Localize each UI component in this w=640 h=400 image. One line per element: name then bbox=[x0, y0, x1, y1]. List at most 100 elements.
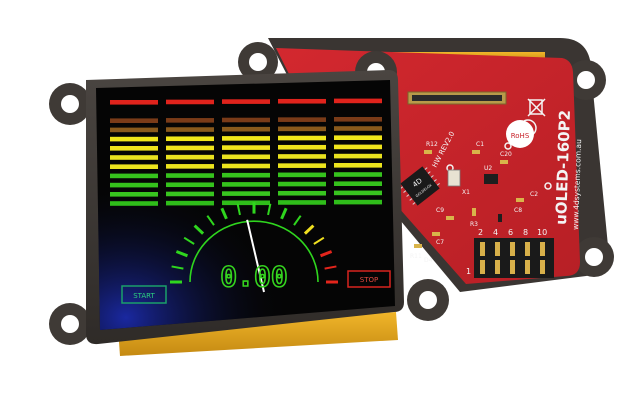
equalizer-bar bbox=[222, 126, 270, 132]
equalizer-bar bbox=[334, 190, 382, 196]
svg-text:U2: U2 bbox=[484, 165, 492, 172]
svg-text:C8: C8 bbox=[514, 207, 522, 214]
display-module: 0.00 START STOP bbox=[49, 51, 449, 356]
gauge-arc bbox=[189, 220, 319, 283]
pin-header bbox=[474, 238, 554, 278]
equalizer-bar bbox=[222, 145, 270, 150]
equalizer-bar bbox=[166, 182, 214, 188]
equalizer-bar bbox=[222, 136, 270, 141]
equalizer-bar bbox=[278, 181, 326, 187]
equalizer-bar bbox=[110, 136, 158, 142]
start-button[interactable]: START bbox=[121, 285, 167, 304]
equalizer-bar bbox=[166, 136, 214, 142]
stop-button[interactable]: STOP bbox=[347, 270, 391, 288]
gauge-tick bbox=[236, 203, 241, 216]
equalizer-bar bbox=[278, 200, 326, 205]
equalizer-bar bbox=[278, 135, 326, 141]
equalizer-bar bbox=[222, 172, 270, 178]
equalizer-bar bbox=[110, 164, 158, 169]
gauge-tick bbox=[303, 224, 315, 235]
equalizer-bar bbox=[166, 99, 214, 105]
equalizer-bar bbox=[166, 164, 214, 169]
equalizer-bar bbox=[334, 117, 382, 122]
equalizer-bar bbox=[110, 146, 158, 151]
svg-text:C1: C1 bbox=[476, 141, 484, 148]
gauge-tick bbox=[313, 236, 325, 245]
display-bottom-flex bbox=[118, 312, 398, 356]
equalizer-bar bbox=[110, 173, 158, 179]
svg-text:6: 6 bbox=[508, 228, 513, 237]
equalizer-bar bbox=[278, 117, 326, 122]
svg-text:C20: C20 bbox=[500, 151, 512, 158]
speed-gauge bbox=[170, 202, 338, 284]
gauge-tick bbox=[267, 203, 272, 216]
equalizer-bar bbox=[222, 200, 270, 206]
equalizer-bar bbox=[278, 190, 326, 196]
equalizer-bar bbox=[222, 117, 270, 123]
svg-text:X1: X1 bbox=[462, 189, 470, 196]
svg-text:8: 8 bbox=[523, 228, 528, 237]
equalizer-bar bbox=[166, 191, 214, 197]
rohs-label: RoHS bbox=[511, 132, 530, 140]
equalizer-bar bbox=[222, 182, 270, 187]
gauge-tick bbox=[175, 250, 189, 258]
equalizer-bar bbox=[166, 154, 214, 160]
start-button-label: START bbox=[133, 292, 155, 300]
equalizer-bar bbox=[334, 144, 382, 150]
equalizer-bar bbox=[110, 182, 158, 188]
equalizer-bar bbox=[334, 163, 382, 168]
equalizer-bar bbox=[222, 163, 270, 169]
equalizer-bar bbox=[110, 201, 158, 206]
gauge-tick bbox=[193, 224, 205, 235]
smd-parts bbox=[414, 150, 524, 248]
equalizer-bar bbox=[278, 98, 326, 104]
weee-icon bbox=[527, 98, 546, 117]
equalizer-bar bbox=[278, 126, 326, 132]
gauge-tick bbox=[319, 250, 333, 258]
goldelox-chip: 4D GOLDELOX bbox=[400, 166, 440, 206]
crystal-x1 bbox=[447, 169, 461, 187]
svg-text:4: 4 bbox=[493, 228, 498, 237]
svg-text:C9: C9 bbox=[436, 207, 444, 214]
svg-text:C7: C7 bbox=[436, 239, 444, 246]
gauge-readout: 0.00 bbox=[220, 260, 287, 293]
equalizer-bar bbox=[110, 100, 158, 105]
part-designators: R12 C1 C20 X1 C9 R3 C7 R11 D4 C8 U2 C2 bbox=[410, 141, 538, 264]
equalizer-bar bbox=[166, 118, 214, 123]
equalizer-bar bbox=[334, 98, 382, 104]
svg-text:2: 2 bbox=[478, 228, 483, 237]
svg-text:D4: D4 bbox=[424, 257, 433, 264]
stop-button-label: STOP bbox=[360, 276, 378, 284]
equalizer-bar bbox=[334, 181, 382, 186]
equalizer-display bbox=[110, 98, 382, 206]
gauge-tick bbox=[183, 236, 195, 245]
board-model: uOLED-160P2 bbox=[552, 110, 574, 225]
svg-text:C2: C2 bbox=[530, 191, 538, 198]
gauge-needle bbox=[246, 219, 265, 293]
pin-one-marker: 1 bbox=[466, 267, 471, 276]
header-numbers: 2 4 6 8 10 1 bbox=[466, 228, 547, 276]
equalizer-bar bbox=[334, 126, 382, 131]
equalizer-bar bbox=[278, 154, 326, 159]
equalizer-bar bbox=[334, 199, 382, 205]
svg-text:10: 10 bbox=[537, 228, 547, 237]
gauge-tick bbox=[206, 215, 215, 226]
equalizer-bar bbox=[278, 144, 326, 150]
equalizer-bar bbox=[110, 155, 158, 160]
equalizer-bar bbox=[110, 118, 158, 123]
equalizer-bar bbox=[222, 154, 270, 160]
equalizer-bar bbox=[278, 163, 326, 168]
equalizer-bar bbox=[166, 145, 214, 151]
equalizer-bar bbox=[334, 135, 382, 140]
gauge-tick bbox=[324, 265, 337, 270]
equalizer-bar bbox=[110, 192, 158, 197]
svg-text:R11: R11 bbox=[410, 253, 422, 260]
equalizer-bar bbox=[334, 153, 382, 159]
svg-text:R3: R3 bbox=[470, 221, 478, 228]
equalizer-bar bbox=[278, 172, 326, 178]
gauge-tick bbox=[293, 215, 302, 226]
equalizer-bar bbox=[166, 127, 214, 132]
equalizer-bar bbox=[222, 191, 270, 196]
board-url: www.4dsystems.com.au bbox=[571, 139, 583, 230]
gauge-tick bbox=[280, 207, 288, 220]
